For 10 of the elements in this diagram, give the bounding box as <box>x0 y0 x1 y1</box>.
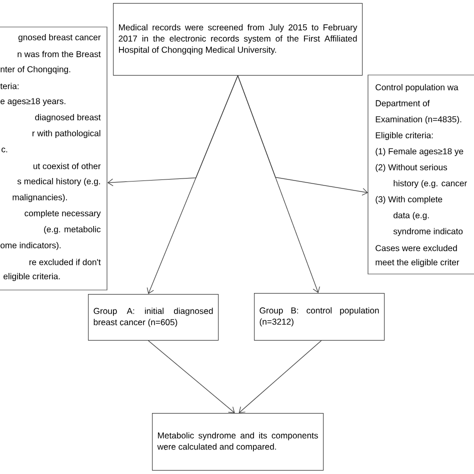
process-box: Group B: control population (n=3212) <box>254 293 385 341</box>
criteria-box: Control population wa Department of Examination (n=4835). Eligible criteria: (1) Female ages≥18 ye (2) Without serious history (e.g. cancer (3) With complete data (e.g. syndrome indicato Cases were excluded meet the eligible criter <box>368 74 474 274</box>
criteria-box: gnosed breast cancer n was from the Breast nter of Chongqing. teria: e ages≥18 years. diagnosed breast r with pathological c. ut coexist of other s medical history (e.g. malignancies). complete necessary (e.g. metabolic ome indicators). re excluded if don't eligible criteria. <box>0 26 108 290</box>
arrow <box>148 340 235 413</box>
arrow <box>238 340 322 413</box>
process-box: Group A: initial diagnosed breast cancer (n=605) <box>88 294 219 341</box>
process-box: Metabolic syndrome and its components were calculated and compared. <box>152 413 324 471</box>
arrow <box>107 75 238 186</box>
arrow <box>238 75 368 196</box>
process-box: Medical records were screened from July 2015 to February 2017 in the electronic records system of the First Affiliated Hospital of Chongqing Medical University. <box>113 3 363 76</box>
